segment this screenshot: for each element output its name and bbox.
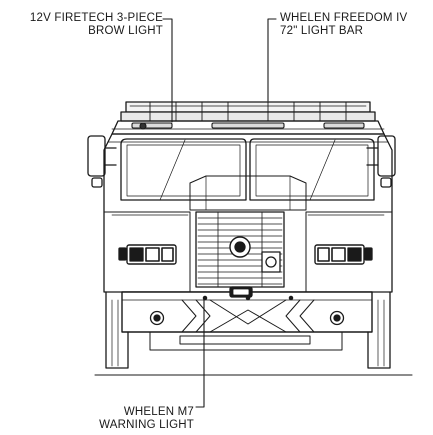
brow-light-callout: 12V FIRETECH 3-PIECE BROW LIGHT bbox=[0, 12, 163, 38]
light-bar-leader bbox=[267, 18, 277, 102]
brow-light bbox=[131, 122, 365, 130]
left-headlights bbox=[118, 244, 177, 265]
light-bar-callout: WHELEN FREEDOM IV 72" LIGHT BAR bbox=[280, 12, 407, 38]
right-mirror bbox=[366, 135, 396, 188]
windshield bbox=[120, 138, 375, 201]
grille bbox=[195, 211, 285, 288]
light-bar-callout-line2: 72" LIGHT BAR bbox=[280, 25, 364, 37]
callout-leaders bbox=[162, 18, 277, 408]
underbody bbox=[149, 331, 343, 351]
right-headlights bbox=[314, 244, 373, 265]
brow-light-callout-line2: BROW LIGHT bbox=[88, 25, 163, 37]
hood bbox=[189, 175, 307, 211]
light-bar bbox=[120, 101, 376, 122]
warning-light-leader bbox=[195, 297, 205, 408]
warning-light-callout-line1: WHELEN M7 bbox=[123, 406, 194, 418]
right-tire bbox=[367, 291, 391, 369]
left-mirror bbox=[87, 135, 117, 188]
light-bar-callout-line1: WHELEN FREEDOM IV bbox=[280, 12, 408, 24]
warning-light-callout-line2: WARNING LIGHT bbox=[99, 419, 194, 431]
m7-warning-light bbox=[229, 286, 253, 298]
front-bumper bbox=[121, 291, 373, 333]
left-tire bbox=[105, 291, 129, 369]
warning-light-callout: WHELEN M7 WARNING LIGHT bbox=[60, 406, 194, 432]
brow-light-leader bbox=[162, 18, 173, 123]
brow-light-callout-line1: 12V FIRETECH 3-PIECE bbox=[29, 12, 163, 24]
